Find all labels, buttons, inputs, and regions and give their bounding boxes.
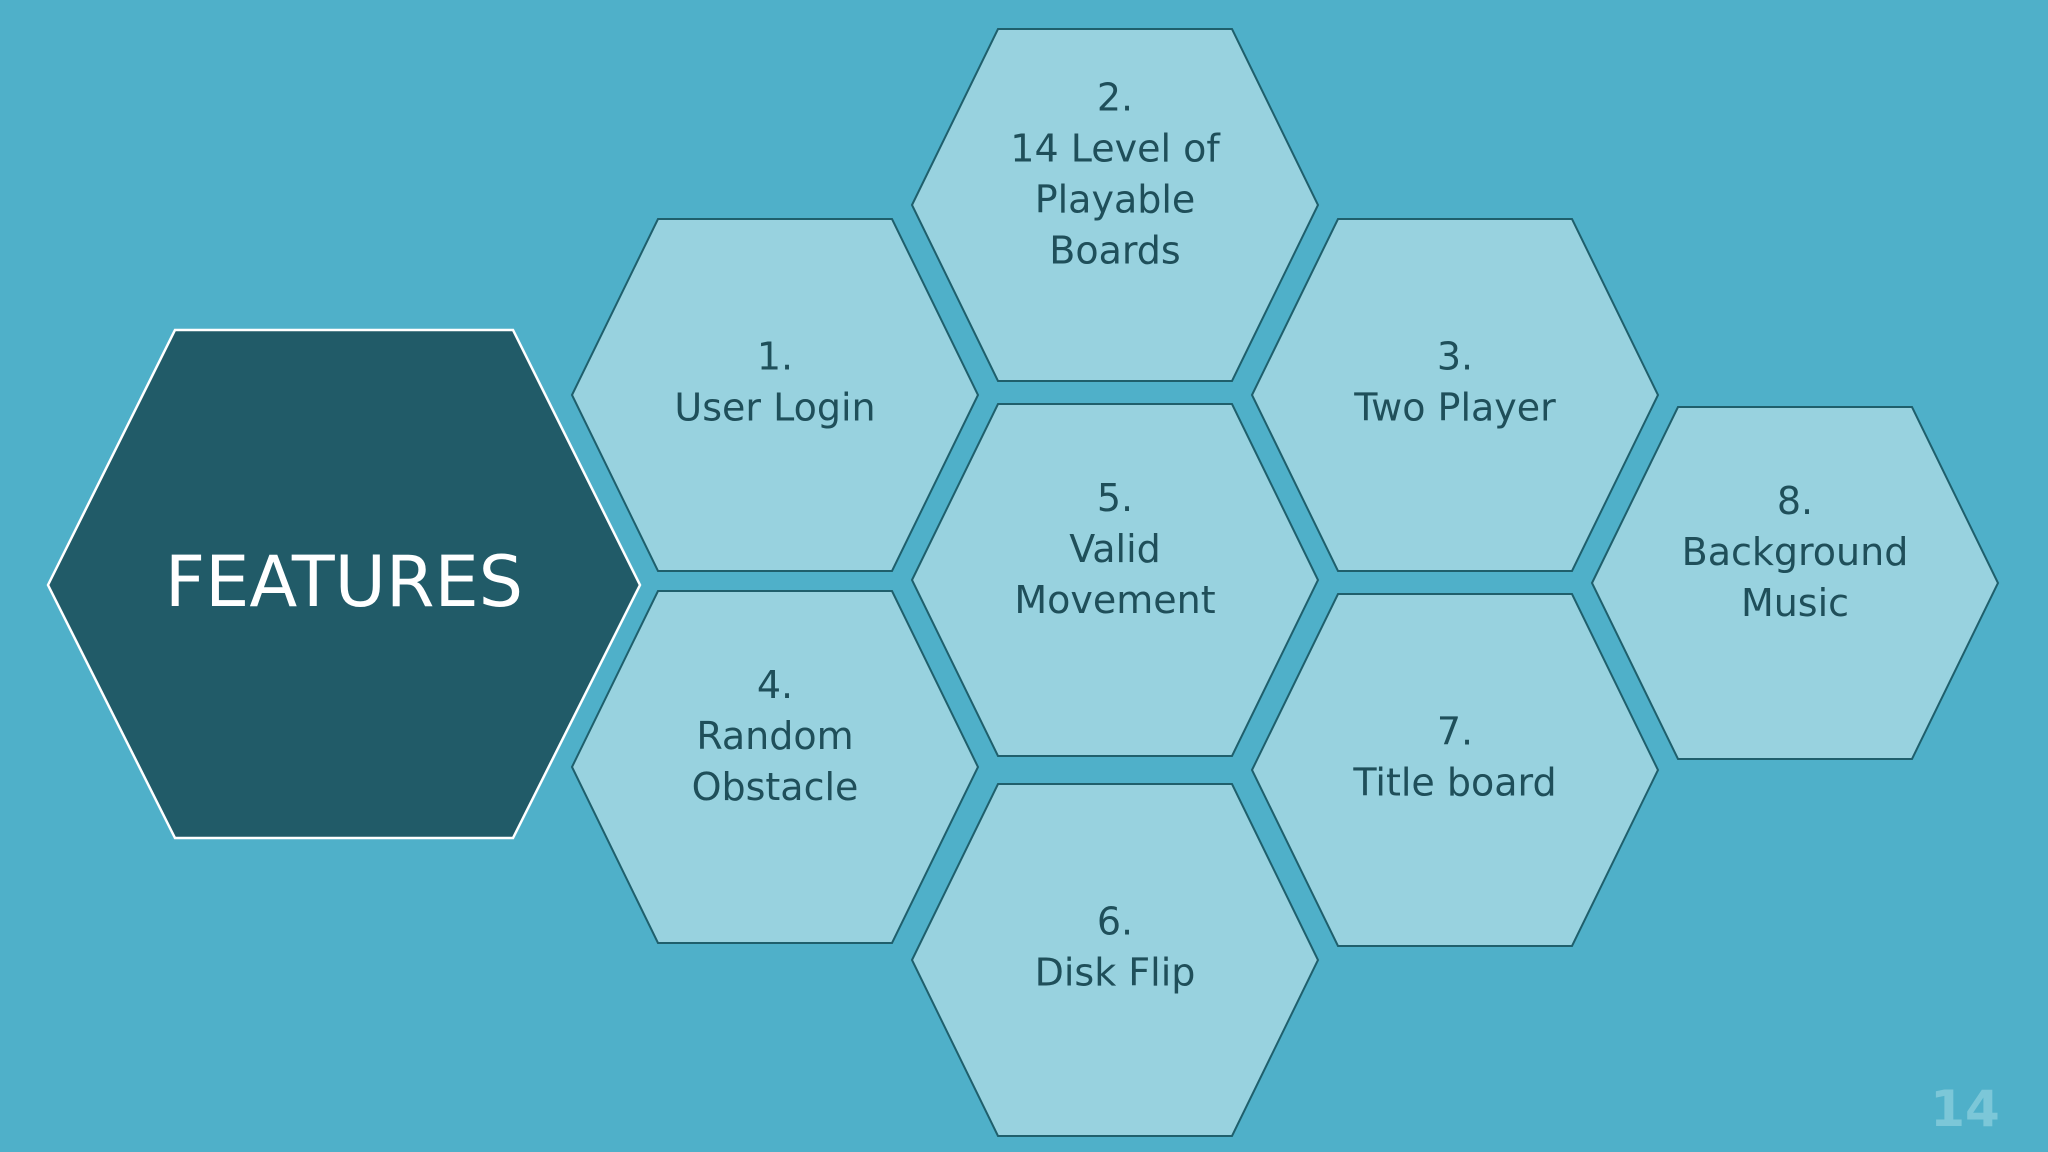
feature-hexagon-shape bbox=[910, 403, 1320, 757]
page-number: 14 bbox=[1930, 1080, 2000, 1138]
feature-number: 5. bbox=[1097, 476, 1133, 520]
feature-label-line: Music bbox=[1741, 581, 1849, 625]
feature-hexagon-1: 1. User Login bbox=[570, 218, 980, 572]
feature-hexagon-shape bbox=[1250, 593, 1660, 947]
feature-label-line: Movement bbox=[1014, 578, 1215, 622]
title-hexagon-shape bbox=[46, 328, 642, 840]
feature-label-line: Obstacle bbox=[692, 765, 859, 809]
feature-number: 7. bbox=[1437, 710, 1473, 754]
feature-hexagon-shape bbox=[910, 28, 1320, 382]
feature-label-line: Disk Flip bbox=[1035, 951, 1196, 995]
feature-hexagon-shape bbox=[1250, 218, 1660, 572]
feature-hexagon-shape bbox=[1590, 406, 2000, 760]
feature-label-line: Two Player bbox=[1353, 386, 1556, 430]
feature-label-line: Boards bbox=[1049, 229, 1180, 273]
feature-hexagon-6: 6. Disk Flip bbox=[910, 783, 1320, 1137]
feature-hexagon-3: 3. Two Player bbox=[1250, 218, 1660, 572]
feature-number: 3. bbox=[1437, 335, 1473, 379]
feature-number: 6. bbox=[1097, 900, 1133, 944]
feature-number: 4. bbox=[757, 663, 793, 707]
feature-label-line: 14 Level of bbox=[1010, 127, 1221, 171]
title-hexagon: FEATURES bbox=[46, 328, 642, 840]
feature-hexagon-7: 7. Title board bbox=[1250, 593, 1660, 947]
feature-label-line: Random bbox=[696, 714, 853, 758]
feature-number: 1. bbox=[757, 335, 793, 379]
feature-number: 2. bbox=[1097, 76, 1133, 120]
feature-hexagon-shape bbox=[570, 218, 980, 572]
feature-label-line: Playable bbox=[1035, 178, 1196, 222]
slide-title: FEATURES bbox=[165, 541, 523, 623]
feature-number: 8. bbox=[1777, 479, 1813, 523]
feature-hexagon-shape bbox=[910, 783, 1320, 1137]
feature-hexagon-shape bbox=[570, 590, 980, 944]
feature-label-line: Background bbox=[1682, 530, 1909, 574]
feature-label-line: Title board bbox=[1352, 761, 1556, 805]
feature-label-line: Valid bbox=[1069, 527, 1161, 571]
feature-label-line: User Login bbox=[674, 386, 875, 430]
